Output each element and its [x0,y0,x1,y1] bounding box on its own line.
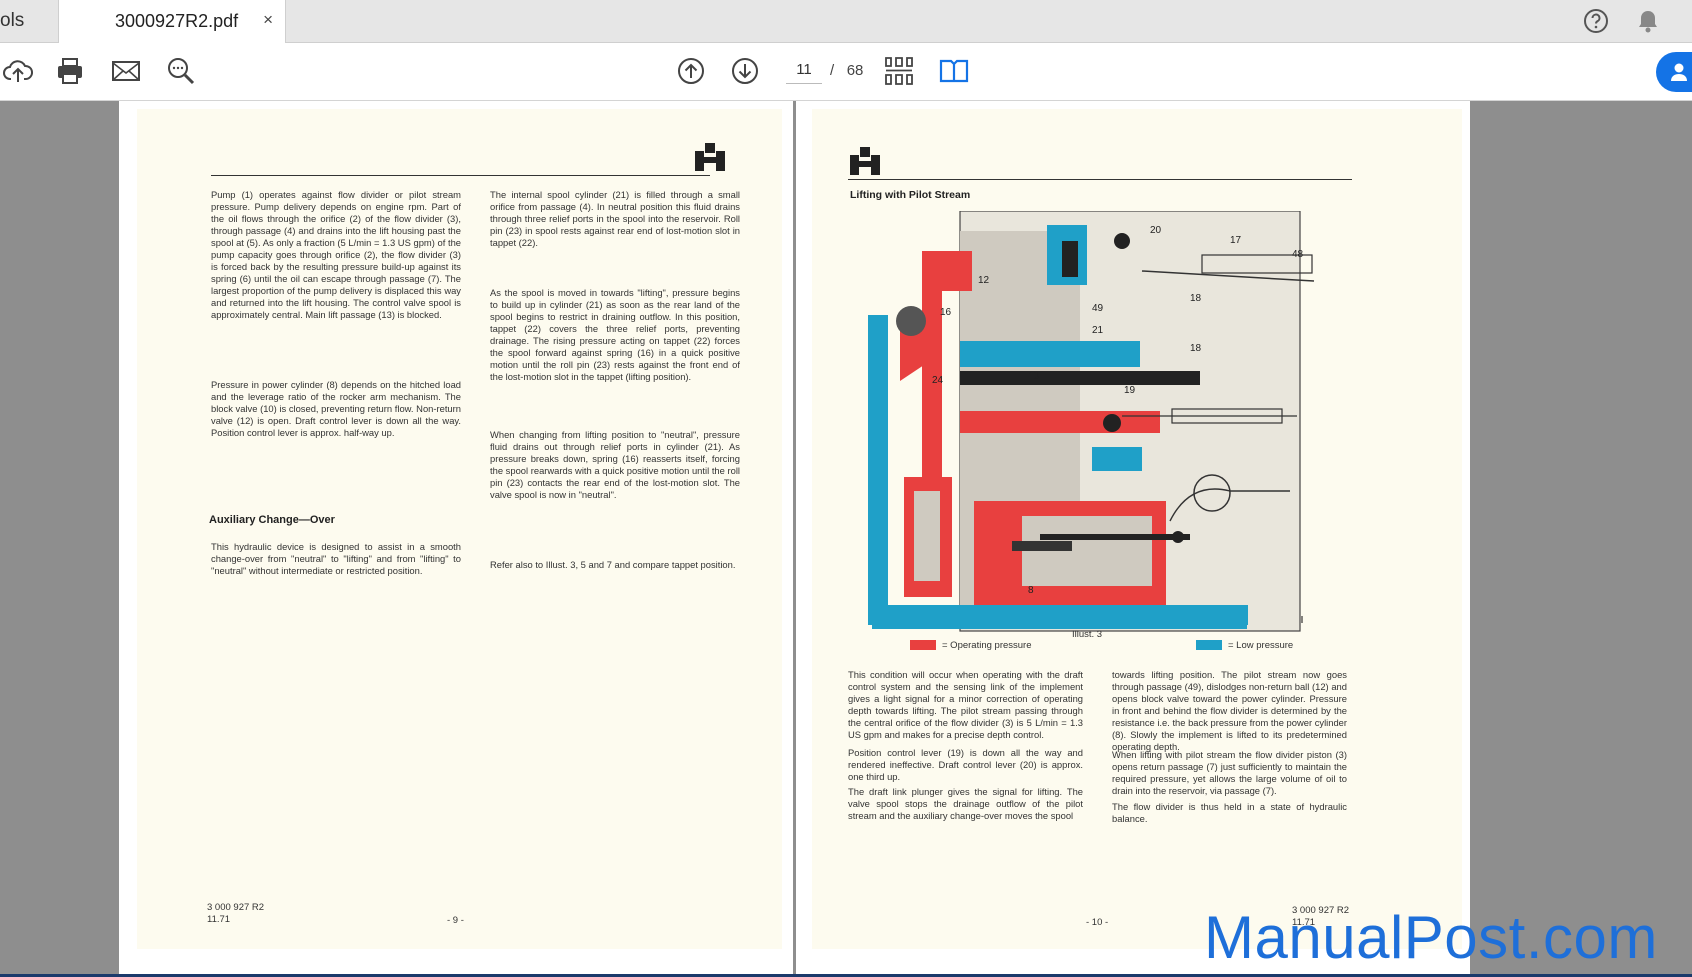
page-9: Pump (1) operates against flow divider o… [119,101,793,977]
upload-cloud-icon[interactable] [2,55,34,87]
callout-12: 12 [978,275,990,286]
tab-document-title: 3000927R2.pdf [115,11,239,31]
next-page-icon[interactable] [729,55,761,87]
taskbar-edge [0,974,1692,977]
callout-48: 48 [1292,249,1304,260]
hydraulic-diagram: 20 17 48 12 49 18 16 21 18 24 13 19 8 [868,211,1315,632]
col2-paragraph-2: As the spool is moved in towards "liftin… [490,287,740,382]
col2-paragraph-1: The internal spool cylinder (21) is fill… [490,189,740,248]
bell-icon[interactable] [1634,7,1662,35]
col1-paragraph-2: Pressure in power cylinder (8) depends o… [211,379,461,438]
col1-paragraph-3: This hydraulic device is designed to ass… [211,541,461,576]
two-page-view-icon[interactable] [938,55,970,87]
share-button[interactable] [1656,52,1692,92]
callout-20: 20 [1150,225,1162,236]
legend-low-pressure: = Low pressure [1196,640,1293,651]
document-viewer[interactable]: Pump (1) operates against flow divider o… [0,101,1692,977]
col2-paragraph-3: When changing from lifting position to "… [490,429,740,500]
watermark: ManualPost.com [1204,904,1658,971]
callout-21: 21 [1092,325,1104,336]
page-label: - 9 - [447,915,464,926]
col2-paragraph-1: towards lifting position. The pilot stre… [1112,669,1348,752]
col1-paragraph-1: This condition will occur when operating… [848,669,1083,740]
ih-logo-icon [695,143,725,171]
callout-24: 24 [932,375,944,386]
col1-paragraph-2: Position control lever (19) is down all … [848,747,1083,782]
callout-13: 13 [1028,371,1040,382]
page-count: / 68 [830,62,864,79]
col2-paragraph-2: When lifting with pilot stream the flow … [1112,749,1347,796]
col1-paragraph-3: The draft link plunger gives the signal … [848,786,1083,821]
help-icon[interactable] [1582,7,1610,35]
mail-icon[interactable] [110,55,142,87]
callout-16: 16 [940,307,952,318]
header-rule [848,179,1352,180]
page-label: - 10 - [1086,917,1109,928]
callout-8: 8 [1028,585,1034,596]
previous-page-icon[interactable] [675,55,707,87]
section-heading: Lifting with Pilot Stream [850,189,971,201]
fit-page-icon[interactable] [883,55,915,87]
tab-bar: ols 3000927R2.pdf × [0,0,1692,43]
callout-17: 17 [1230,235,1242,246]
zoom-search-icon[interactable] [165,55,197,87]
page-10: Lifting with Pilot Stream [796,101,1470,977]
print-icon[interactable] [54,55,86,87]
ih-logo-icon [850,147,880,175]
low-pressure-swatch [1196,640,1222,651]
callout-18-lower: 18 [1190,343,1202,354]
header-rule [211,175,710,176]
page-sheet: Pump (1) operates against flow divider o… [137,109,782,949]
callout-19: 19 [1124,385,1136,396]
tab-tools[interactable]: ols [0,10,25,31]
user-icon [1671,63,1687,81]
page-sheet: Lifting with Pilot Stream [812,109,1462,949]
illustration-caption: Illust. 3 [1072,629,1103,640]
toolbar: 11 / 68 [0,43,1692,101]
callout-49: 49 [1092,303,1104,314]
operating-pressure-swatch [910,640,936,651]
tab-document[interactable]: 3000927R2.pdf × [58,0,286,43]
page-number-input[interactable]: 11 [786,57,822,84]
aux-changeover-heading: Auxiliary Change—Over [209,514,335,526]
col1-paragraph-1: Pump (1) operates against flow divider o… [211,189,461,320]
legend-operating-pressure: = Operating pressure [910,640,1032,651]
tab-close-icon[interactable]: × [263,10,273,29]
callout-18-upper: 18 [1190,293,1202,304]
col2-paragraph-3: The flow divider is thus held in a state… [1112,801,1347,824]
col2-paragraph-4: Refer also to Illust. 3, 5 and 7 and com… [490,559,736,570]
